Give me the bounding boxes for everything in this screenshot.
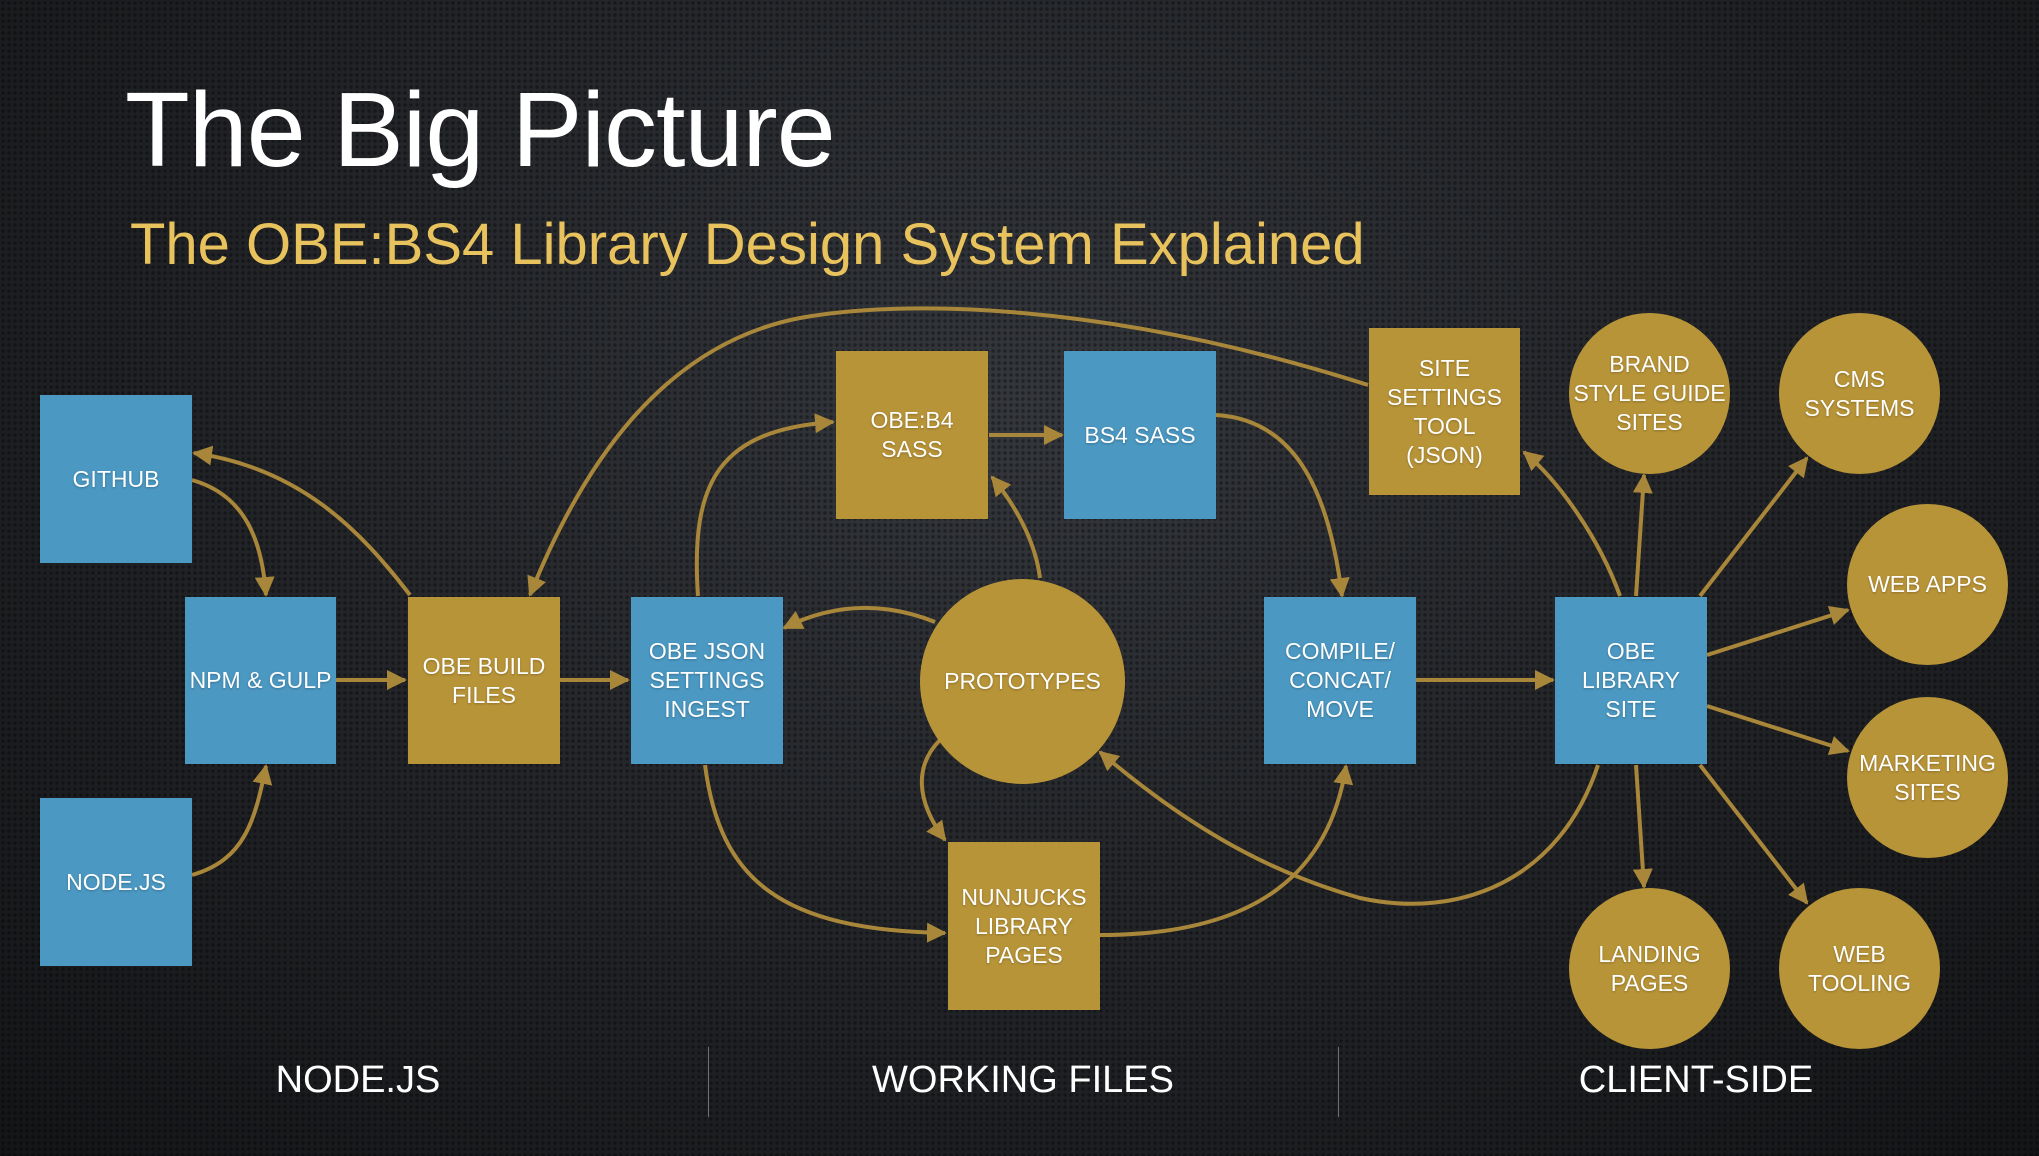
nunjucks-library-pages-node: NUNJUCKS LIBRARY PAGES (948, 842, 1100, 1010)
compile-concat-move-node: COMPILE/ CONCAT/ MOVE (1264, 597, 1416, 764)
arrow-prototypes-to-json (782, 605, 936, 630)
arrow-library-to-prototypes (1098, 750, 1600, 906)
arrow-json-to-nunjucks (703, 764, 947, 943)
nodejs-node: NODE.JS (40, 798, 192, 966)
arrow-prototypes-to-nunjucks (919, 738, 947, 842)
github-node: GITHUB (40, 395, 192, 563)
obe-build-files-node: OBE BUILD FILES (408, 597, 560, 764)
web-apps-node: WEB APPS (1847, 504, 2008, 665)
obe-library-site-node: OBE LIBRARY SITE (1555, 597, 1707, 764)
cms-systems-node: CMS SYSTEMS (1779, 313, 1940, 474)
arrow-library-to-webapps (1706, 605, 1850, 657)
section-divider-2 (1338, 1047, 1339, 1117)
section-label-nodejs: NODE.JS (275, 1059, 441, 1101)
obe-b4-sass-node: OBE:B4 SASS (836, 351, 988, 519)
arrow-library-to-landing (1632, 764, 1653, 889)
arrow-github-to-npm (191, 478, 275, 597)
arrow-library-to-settings (1522, 450, 1622, 597)
arrow-nunjucks-to-compile (1099, 764, 1354, 937)
arrow-nodejs-to-npm (191, 764, 273, 877)
site-settings-tool-node: SITE SETTINGS TOOL (JSON) (1369, 328, 1520, 495)
slide-subtitle: The OBE:BS4 Library Design System Explai… (130, 212, 1365, 277)
landing-pages-node: LANDING PAGES (1569, 888, 1730, 1049)
arrow-build-to-github (192, 445, 412, 597)
web-tooling-node: WEB TOOLING (1779, 888, 1940, 1049)
slide-title: The Big Picture (125, 71, 836, 189)
npm-gulp-node: NPM & GULP (185, 597, 336, 764)
arrow-json-to-obeb4 (694, 413, 835, 597)
brand-style-guide-sites-node: BRAND STYLE GUIDE SITES (1569, 313, 1730, 474)
arrow-settings-to-build (527, 306, 1369, 597)
marketing-sites-node: MARKETING SITES (1847, 697, 2008, 858)
arrow-library-to-marketing (1706, 704, 1850, 756)
bs4-sass-node: BS4 SASS (1064, 351, 1216, 519)
section-label-working-files: WORKING FILES (872, 1059, 1174, 1101)
section-divider-1 (708, 1047, 709, 1117)
obe-json-settings-ingest-node: OBE JSON SETTINGS INGEST (631, 597, 783, 764)
arrow-bs4-to-compile (1215, 413, 1350, 598)
prototypes-node: PROTOTYPES (920, 579, 1125, 784)
arrow-library-to-brand (1632, 473, 1653, 597)
arrow-library-to-webtooling (1698, 763, 1809, 905)
arrow-prototypes-to-obeb4 (990, 475, 1042, 579)
section-label-client-side: CLIENT-SIDE (1578, 1059, 1814, 1101)
arrow-library-to-cms (1698, 456, 1809, 598)
